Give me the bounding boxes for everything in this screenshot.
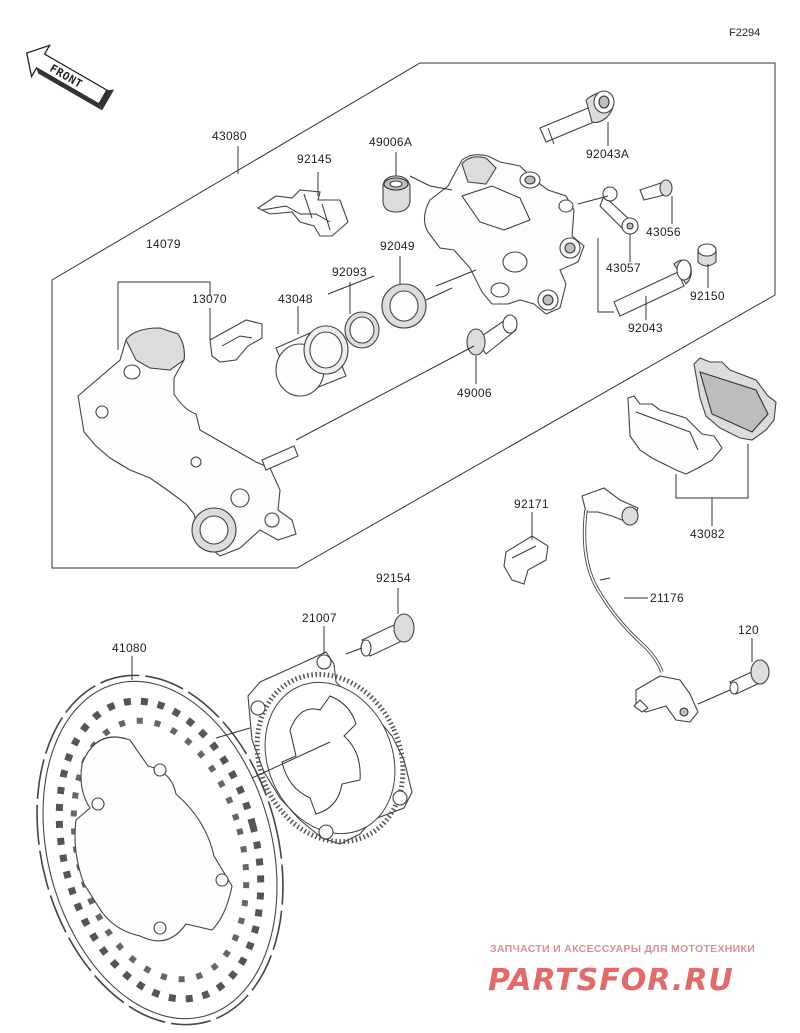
- label-92049: 92049: [380, 239, 415, 253]
- bleeder-valve: [639, 179, 673, 201]
- label-43056: 43056: [646, 225, 681, 239]
- figure-code: F2294: [729, 27, 760, 39]
- piston-seal: [381, 283, 427, 329]
- label-21176: 21176: [650, 591, 684, 605]
- caliper-bolt: [466, 314, 518, 356]
- caliper-pin: [613, 259, 692, 317]
- caliper-bracket: [77, 327, 299, 557]
- label-92043: 92043: [628, 321, 663, 335]
- label-92043A: 92043A: [586, 147, 629, 161]
- brake-pad-inner: [627, 395, 723, 475]
- label-92171: 92171: [514, 497, 549, 511]
- abs-sensor-rotor: [247, 651, 413, 845]
- bleeder-dust-cap: [697, 243, 717, 267]
- label-43048: 43048: [278, 292, 313, 306]
- caliper-assembly-box: [51, 62, 776, 569]
- label-14079: 14079: [146, 237, 181, 251]
- abs-sensor-head: [633, 675, 699, 723]
- dust-seal: [344, 311, 380, 349]
- label-41080: 41080: [112, 641, 147, 655]
- pad-spring: [256, 189, 349, 237]
- sensor-clamp: [503, 535, 549, 585]
- caliper-piston: [275, 325, 349, 397]
- label-92150: 92150: [690, 289, 725, 303]
- brake-disc: [36, 674, 284, 1026]
- watermark-logo: ЗАПЧАСТИ И АКСЕССУАРЫ ДЛЯ МОТОТЕХНИКИ PA…: [488, 943, 755, 998]
- caliper-pin-a: [539, 90, 615, 145]
- label-92154: 92154: [376, 571, 411, 585]
- front-arrow-icon: FRONT: [25, 44, 115, 111]
- label-43080: 43080: [212, 129, 247, 143]
- brake-caliper-body: [423, 154, 585, 315]
- bleeder-valve-bracket: [599, 186, 639, 235]
- disc-bolt: [360, 613, 415, 657]
- abs-sensor-cable: [581, 487, 664, 673]
- label-43082: 43082: [690, 527, 725, 541]
- label-49006A: 49006A: [369, 135, 412, 149]
- label-92093: 92093: [332, 265, 367, 279]
- label-92145: 92145: [297, 152, 332, 166]
- sensor-bolt: [729, 659, 770, 695]
- bleeder-cap: [382, 175, 411, 213]
- watermark-caption: ЗАПЧАСТИ И АКСЕССУАРЫ ДЛЯ МОТОТЕХНИКИ: [490, 943, 755, 955]
- brake-pad-outer: [693, 357, 777, 441]
- label-13070: 13070: [192, 292, 227, 306]
- label-43057: 43057: [606, 261, 641, 275]
- leader-lines: [117, 122, 753, 779]
- pad-clip: [209, 319, 263, 363]
- label-21007: 21007: [302, 611, 337, 625]
- label-49006: 49006: [457, 386, 492, 400]
- label-120: 120: [738, 623, 759, 637]
- watermark-logo-text: PARTSFOR.RU: [488, 963, 734, 998]
